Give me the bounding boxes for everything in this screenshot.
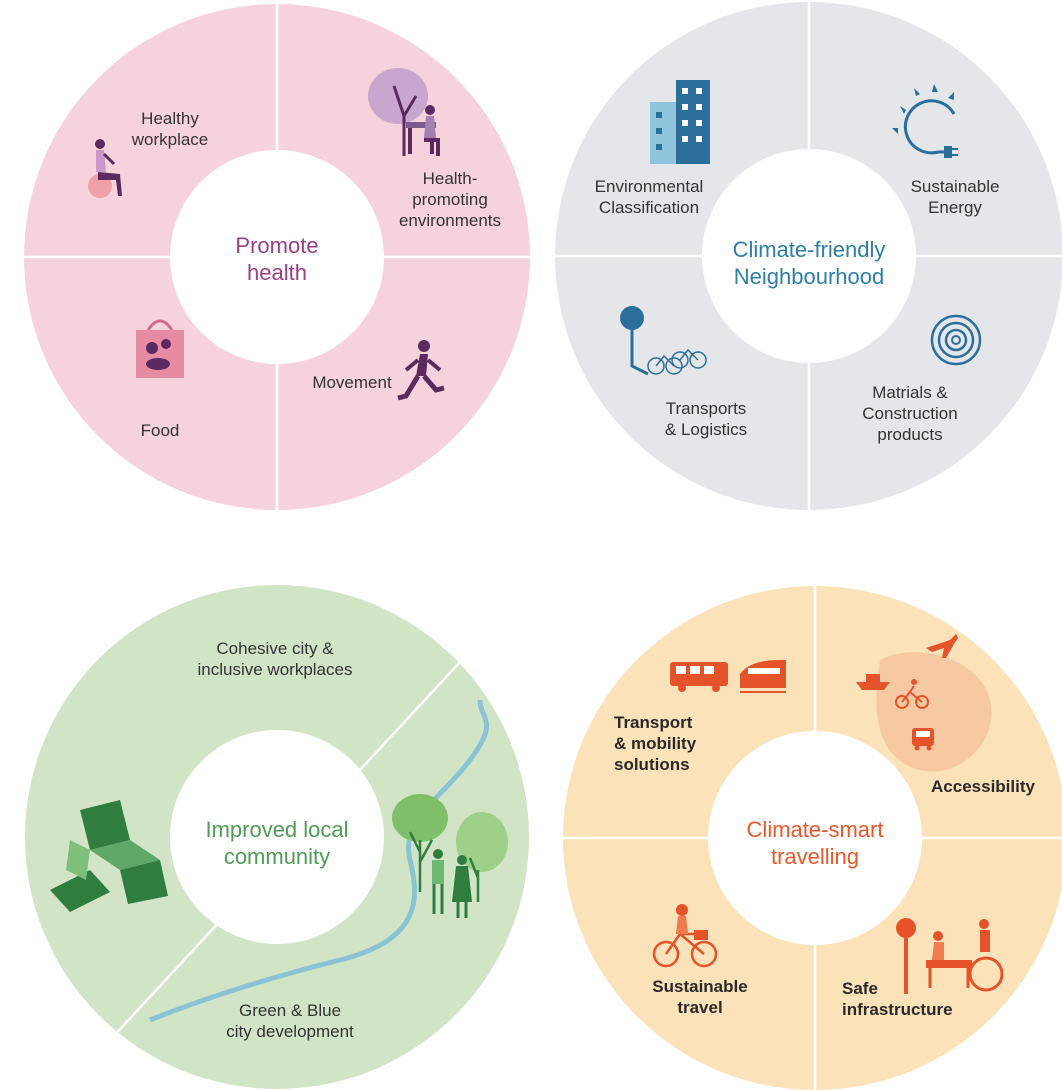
bus-icon <box>670 662 728 692</box>
label-movement: Movement <box>312 373 392 392</box>
green-blocks-icon <box>50 800 168 912</box>
shopping-bag-icon <box>136 319 184 378</box>
trees-and-people-icon <box>392 794 508 918</box>
boat-icon <box>856 674 890 690</box>
label-accessibility: Accessibility <box>931 777 1035 796</box>
label-health-promoting-environments: Health- promoting environments <box>398 169 502 230</box>
buildings-icon <box>650 80 710 164</box>
plane-icon <box>926 634 958 658</box>
label-transports-logistics: Transports & Logistics <box>664 399 748 439</box>
travel-center-title: Climate-smart travelling <box>746 817 884 869</box>
sun-plug-icon <box>892 84 958 158</box>
bike-rack-icon <box>620 306 707 376</box>
label-green-blue-city: Green & Blue city development <box>226 1001 354 1041</box>
label-food: Food <box>140 421 180 440</box>
label-sustainable-energy: Sustainable Energy <box>910 177 1000 217</box>
wheelchair-icon <box>896 918 1004 994</box>
person-on-ball-icon <box>88 139 122 198</box>
runner-icon <box>397 340 445 401</box>
label-cohesive-city: Cohesive city & inclusive workplaces <box>197 639 353 679</box>
label-transport-mobility: Transport & mobility solutions <box>614 713 697 774</box>
climate-center-circle <box>702 149 916 363</box>
label-safe-infrastructure: Safe infrastructure <box>842 979 953 1019</box>
train-icon <box>740 660 786 693</box>
cyclist-icon <box>652 904 718 968</box>
health-center-title: Promote health <box>235 233 319 285</box>
river-icon <box>149 699 489 1023</box>
accessibility-area-icon <box>876 652 992 772</box>
label-materials-construction: Matrials & Construction products <box>862 383 958 444</box>
small-bus-icon <box>912 728 934 751</box>
community-wheel <box>25 585 529 1089</box>
community-center-circle <box>170 730 384 944</box>
health-wheel <box>24 4 530 510</box>
travel-wheel <box>563 586 1062 1090</box>
travel-center-circle <box>708 731 922 945</box>
target-rings-icon <box>930 314 982 366</box>
community-center-title: Improved local community <box>205 817 349 869</box>
climate-wheel <box>555 2 1062 510</box>
small-cyclist-icon <box>895 679 929 709</box>
label-sustainable-travel: Sustainable travel <box>652 977 748 1017</box>
label-environmental-classification: Environmental Classification <box>594 177 704 217</box>
health-center-circle <box>170 150 384 364</box>
climate-center-title: Climate-friendly Neighbourhood <box>732 237 886 289</box>
label-healthy-workplace: Healthy workplace <box>131 109 209 149</box>
person-under-tree-icon <box>368 68 440 156</box>
